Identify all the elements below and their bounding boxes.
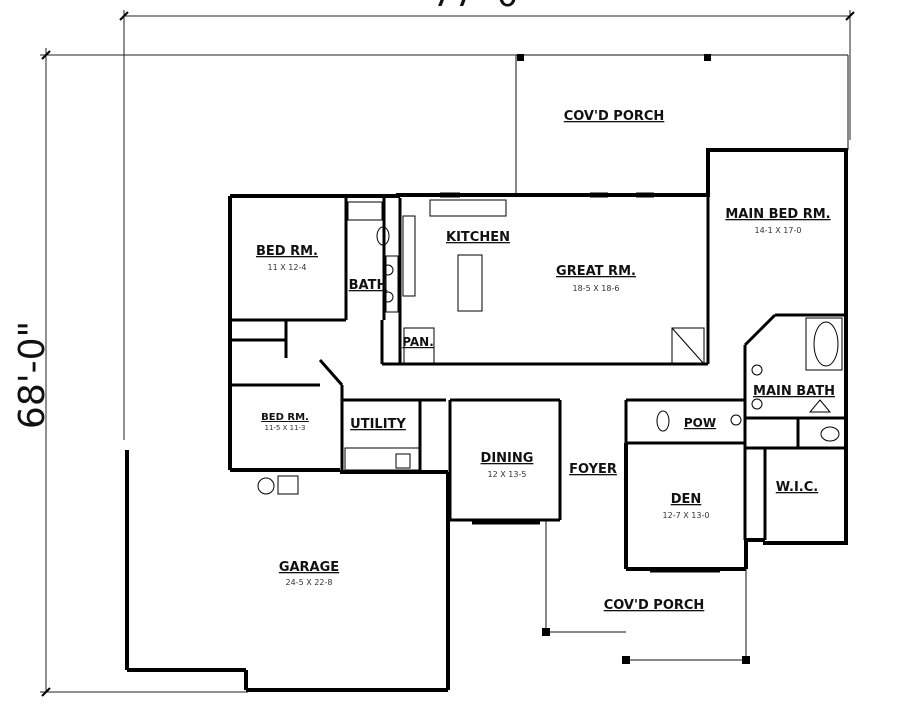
bath-label: BATH xyxy=(349,278,388,293)
den-size: 12-7 X 13-0 xyxy=(663,511,710,520)
garage-label: GARAGE xyxy=(279,560,339,575)
porch-post xyxy=(704,54,711,61)
great-room-label: GREAT RM. xyxy=(556,264,636,279)
dimension-ticks xyxy=(41,11,855,697)
utility-label: UTILITY xyxy=(350,417,406,432)
rear-porch-outline xyxy=(515,54,849,196)
main-bath-label: MAIN BATH xyxy=(753,384,835,399)
main-bed-room-label: MAIN BED RM. xyxy=(725,207,830,222)
dimension-lines xyxy=(40,10,851,693)
bed-room-2-size: 11-5 X 11-3 xyxy=(264,424,305,432)
walk-in-closet-label: W.I.C. xyxy=(776,480,818,495)
bed-room-1-size: 11 X 12-4 xyxy=(268,263,307,272)
bed-room-1-label: BED RM. xyxy=(256,244,318,259)
foyer-label: FOYER xyxy=(569,462,617,477)
garage-size: 24-5 X 22-8 xyxy=(286,578,333,587)
overall-depth-label: 68'-0" xyxy=(12,321,53,429)
pantry-label: PAN. xyxy=(402,335,434,349)
fixtures xyxy=(257,199,843,495)
main-bed-room-size: 14-1 X 17-0 xyxy=(755,226,802,235)
dining-size: 12 X 13-5 xyxy=(488,470,527,479)
rear-covd-porch-label: COV'D PORCH xyxy=(564,109,665,124)
porch-post xyxy=(517,54,524,61)
porch-post xyxy=(542,628,550,636)
front-covd-porch-label: COV'D PORCH xyxy=(604,598,705,613)
porch-post xyxy=(622,656,630,664)
powder-room-label: POW xyxy=(684,416,716,430)
kitchen-label: KITCHEN xyxy=(446,230,510,245)
interior-walls xyxy=(230,195,846,540)
front-porch-outline xyxy=(545,520,747,661)
dining-label: DINING xyxy=(481,451,534,466)
overall-width-label: 77'-0" xyxy=(432,0,534,15)
window-marks xyxy=(440,192,720,573)
porch-post xyxy=(742,656,750,664)
den-label: DEN xyxy=(671,492,702,507)
great-room-size: 18-5 X 18-6 xyxy=(573,284,620,293)
bed-room-2-label: BED RM. xyxy=(261,412,309,423)
